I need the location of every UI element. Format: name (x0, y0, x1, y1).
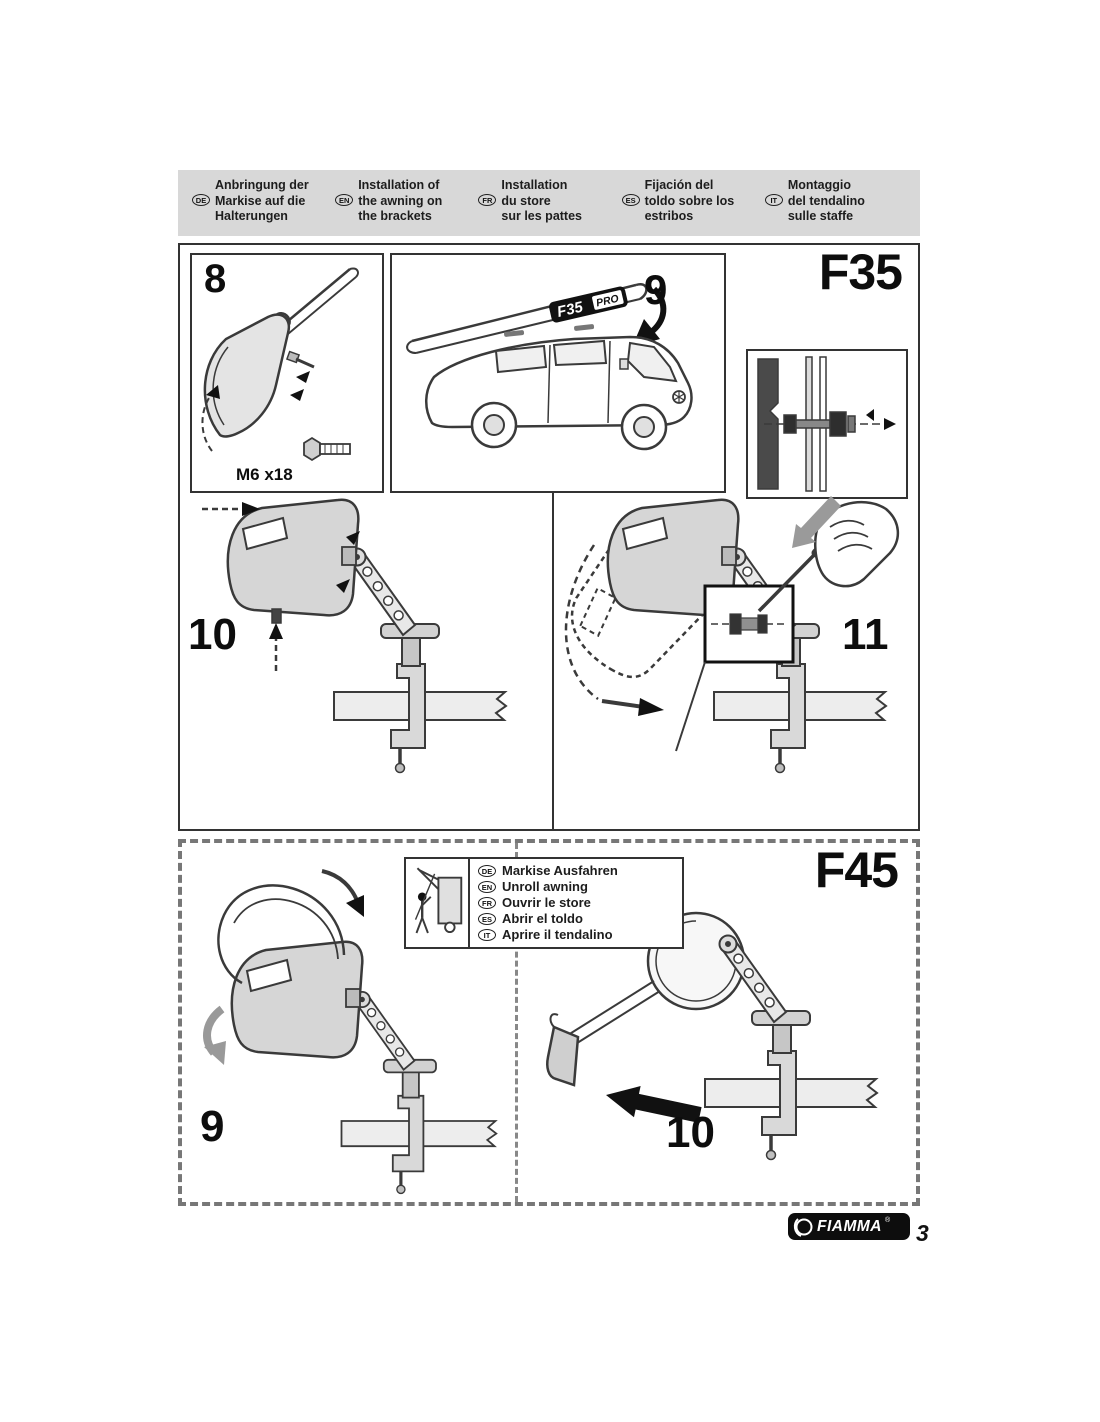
awning-mount-diagram (202, 498, 508, 775)
step8-number: 8 (204, 257, 227, 301)
legend-text: Abrir el toldo (502, 911, 583, 926)
header-line: Installation of (358, 178, 440, 192)
gray-arrow-icon (792, 496, 841, 548)
black-arrow-icon (606, 1086, 702, 1123)
lang-badge-de-icon: DE (478, 865, 496, 877)
legend-text: Unroll awning (502, 879, 588, 894)
header-col-fr: FR Installation du store sur les pattes (478, 178, 621, 225)
legend-text: Ouvrir le store (502, 895, 591, 910)
lang-badge-fr-icon: FR (478, 194, 497, 206)
f45-title: F45 (814, 842, 899, 898)
header-line: Halterungen (215, 209, 288, 223)
header-line: Fijación del (644, 178, 714, 192)
step9-panel: F35 PRO (390, 253, 726, 493)
f35-title: F35 (818, 244, 903, 300)
header-col-it: IT Montaggio del tendalino sulle staffe (764, 178, 908, 225)
header-line: Installation (501, 178, 568, 192)
header-line: du store (501, 193, 551, 208)
lang-badge-it-icon: IT (478, 929, 496, 941)
lang-badge-fr-icon: FR (478, 897, 496, 909)
unroll-pictogram-icon (414, 867, 463, 934)
bolt-detail-diagram (757, 356, 896, 492)
step11-area: 11 (554, 493, 918, 829)
legend-row-en: EN Unroll awning (478, 880, 674, 894)
step11-number: 11 (842, 610, 889, 659)
bolt-size-label: M6 x18 (236, 465, 293, 484)
step10-number: 10 (188, 610, 237, 659)
lang-badge-en-icon: EN (478, 881, 496, 893)
step9-number: 9 (644, 266, 668, 313)
step10-area: 10 (186, 493, 552, 829)
header-col-en: EN Installation of the awning on the bra… (335, 178, 478, 225)
header-line: sur les pattes (501, 209, 582, 223)
logo-swoosh-icon (793, 1217, 813, 1237)
legend-row-de: DE Markise Ausfahren (478, 864, 674, 878)
page-number: 3 (916, 1220, 929, 1246)
legend-text: Aprire il tendalino (502, 927, 613, 942)
header-line: toldo sobre los (644, 193, 735, 208)
bolt-detail-panel (746, 349, 908, 499)
header-line: Markise auf die (215, 193, 306, 208)
f35-section: F35 (178, 243, 920, 831)
divider-line (552, 491, 554, 831)
lang-badge-es-icon: ES (621, 194, 640, 206)
legend-row-fr: FR Ouvrir le store (478, 896, 674, 910)
awning-open-diagram (203, 869, 498, 1196)
logo-brand-text: FIAMMA (817, 1217, 882, 1235)
header-line: the brackets (358, 209, 432, 223)
awning-adjust-diagram (554, 498, 899, 775)
lang-badge-it-icon: IT (764, 194, 783, 206)
lang-badge-de-icon: DE (192, 194, 210, 206)
bolt-icon (303, 436, 351, 462)
header-line: sulle staffe (787, 209, 854, 223)
legend-row-it: IT Aprire il tendalino (478, 928, 674, 942)
lang-badge-en-icon: EN (335, 194, 354, 206)
divider-dashed-line (515, 843, 518, 1202)
awning-bracket-diagram (201, 267, 359, 462)
f45-step9-number: 9 (200, 1102, 225, 1151)
hand-tool-diagram (814, 501, 899, 588)
f45-step10-number: 10 (666, 1108, 715, 1157)
legend-text: Markise Ausfahren (502, 863, 618, 878)
step8-panel: 8 M6 x18 (190, 253, 384, 493)
svg-text:PRO: PRO (595, 293, 620, 310)
awning-brand-label: F35 PRO (548, 286, 628, 323)
header-col-de: DE Anbringung der Markise auf die Halter… (192, 178, 335, 225)
header-col-es: ES Fijación del toldo sobre los estribos (621, 178, 765, 225)
unroll-legend-panel: DE Markise Ausfahren EN Unroll awning FR… (404, 857, 684, 949)
f45-section: F45 (178, 839, 920, 1206)
language-header: DE Anbringung der Markise auf die Halter… (178, 170, 920, 236)
f45-step9-area: 9 (192, 859, 512, 1203)
unroll-pictogram (406, 859, 470, 947)
header-line: estribos (644, 209, 694, 223)
header-line: Montaggio (787, 178, 851, 192)
registered-mark: ® (885, 1217, 891, 1224)
header-line: del tendalino (787, 193, 865, 208)
header-line: Anbringung der (215, 178, 309, 192)
header-line: the awning on (358, 193, 443, 208)
van-roof-diagram: F35 PRO (406, 282, 693, 451)
svg-text:F35: F35 (555, 298, 585, 321)
fiamma-logo: FIAMMA ® (788, 1213, 910, 1240)
legend-row-es: ES Abrir el toldo (478, 912, 674, 926)
lang-badge-es-icon: ES (478, 913, 496, 925)
